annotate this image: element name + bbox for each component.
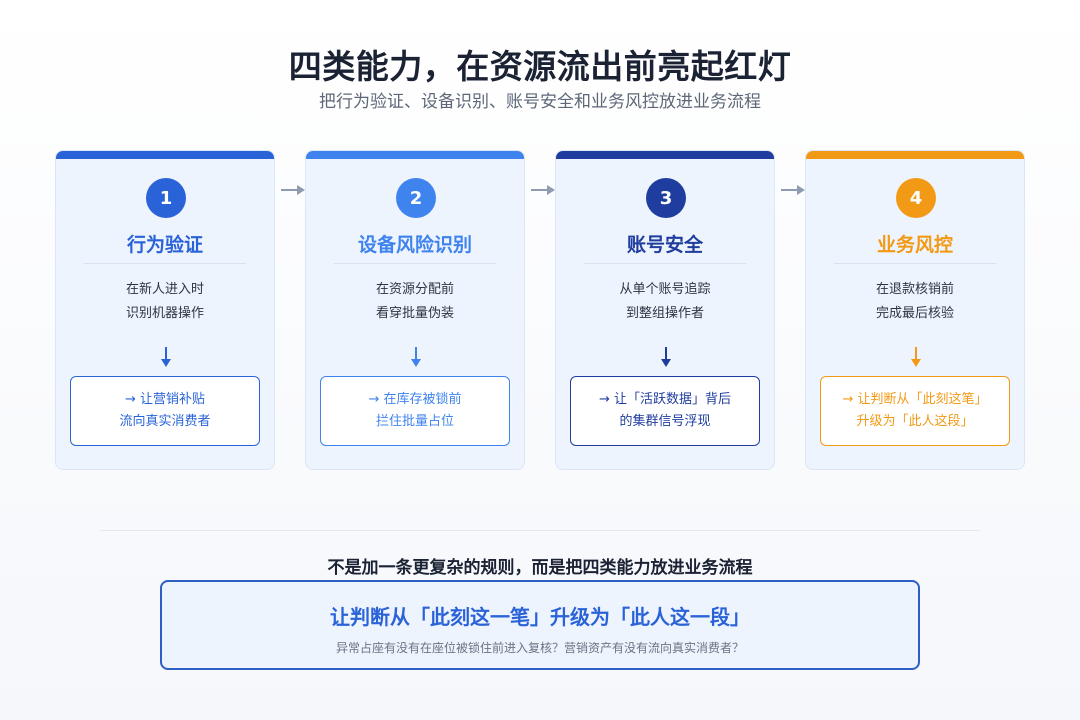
page-subtitle: 把行为验证、设备识别、账号安全和业务风控放进业务流程	[319, 92, 761, 112]
summary-box: 让判断从「此刻这一笔」升级为「此人这一段」 异常占座有没有在座位被锁住前进入复核…	[160, 580, 920, 670]
card-description-line: 到整组操作者	[625, 306, 704, 321]
card-divider	[584, 263, 746, 264]
card-title: 设备风险识别	[357, 234, 472, 256]
arrow-down-icon	[411, 347, 421, 367]
card-divider	[834, 263, 996, 264]
card-outcome-line: 拦住批量占位	[375, 414, 454, 429]
step-number-badge: 3	[646, 178, 686, 218]
card-top-bar	[306, 151, 524, 159]
step-number-badge: 2	[396, 178, 436, 218]
arrow-down-icon	[661, 347, 671, 367]
card-outcome-box: → 让「活跃数据」背后 的集群信号浮现	[570, 376, 760, 446]
capability-card-business-risk: 4 业务风控 在退款核销前 完成最后核验 → 让判断从「此刻这笔」 升级为「此人…	[805, 150, 1025, 470]
card-description-line: 在退款核销前	[875, 282, 954, 297]
card-divider	[334, 263, 496, 264]
card-top-bar	[556, 151, 774, 159]
card-description-line: 在新人进入时	[125, 282, 204, 297]
capability-card-device-risk: 2 设备风险识别 在资源分配前 看穿批量伪装 → 在库存被锁前 拦住批量占位	[305, 150, 525, 470]
card-outcome-line: 的集群信号浮现	[619, 414, 711, 429]
card-outcome-line: → 让「活跃数据」背后	[598, 392, 732, 407]
card-outcome-line: 升级为「此人这段」	[856, 414, 974, 429]
card-top-bar	[806, 151, 1024, 159]
card-description-line: 看穿批量伪装	[375, 306, 454, 321]
card-top-bar	[56, 151, 274, 159]
step-number-badge: 4	[896, 178, 936, 218]
card-outcome-box: → 让营销补贴 流向真实消费者	[70, 376, 260, 446]
page-title: 四类能力，在资源流出前亮起红灯	[288, 47, 792, 86]
card-title: 行为验证	[126, 234, 203, 256]
card-outcome-line: → 让营销补贴	[124, 392, 206, 407]
card-outcome-box: → 在库存被锁前 拦住批量占位	[320, 376, 510, 446]
step-number-badge: 1	[146, 178, 186, 218]
card-title: 业务风控	[876, 234, 953, 256]
card-description-line: 从单个账号追踪	[619, 282, 711, 297]
capability-card-behavior-verification: 1 行为验证 在新人进入时 识别机器操作 → 让营销补贴 流向真实消费者	[55, 150, 275, 470]
card-title: 账号安全	[626, 234, 703, 256]
arrow-right-icon	[281, 185, 305, 195]
card-outcome-line: → 在库存被锁前	[368, 392, 462, 407]
arrow-right-icon	[781, 185, 805, 195]
card-divider	[84, 263, 246, 264]
summary-sub-text: 异常占座有没有在座位被锁住前进入复核？营销资产有没有流向真实消费者？	[335, 641, 744, 655]
arrow-right-icon	[531, 185, 555, 195]
card-description: 从单个账号追踪 到整组操作者	[556, 278, 774, 326]
card-outcome-box: → 让判断从「此刻这笔」 升级为「此人这段」	[820, 376, 1010, 446]
card-description: 在资源分配前 看穿批量伪装	[306, 278, 524, 326]
card-description-line: 识别机器操作	[125, 306, 204, 321]
capability-card-account-security: 3 账号安全 从单个账号追踪 到整组操作者 → 让「活跃数据」背后 的集群信号浮…	[555, 150, 775, 470]
card-outcome-line: → 让判断从「此刻这笔」	[842, 392, 988, 407]
summary-heading: 不是加一条更复杂的规则，而是把四类能力放进业务流程	[327, 558, 753, 578]
card-description-line: 完成最后核验	[875, 306, 954, 321]
arrow-down-icon	[911, 347, 921, 367]
summary-main-text: 让判断从「此刻这一笔」升级为「此人这一段」	[330, 605, 750, 629]
section-divider	[100, 530, 980, 531]
arrow-down-icon	[161, 347, 171, 367]
card-description: 在新人进入时 识别机器操作	[56, 278, 274, 326]
card-description: 在退款核销前 完成最后核验	[806, 278, 1024, 326]
card-description-line: 在资源分配前	[375, 282, 454, 297]
card-outcome-line: 流向真实消费者	[119, 414, 211, 429]
